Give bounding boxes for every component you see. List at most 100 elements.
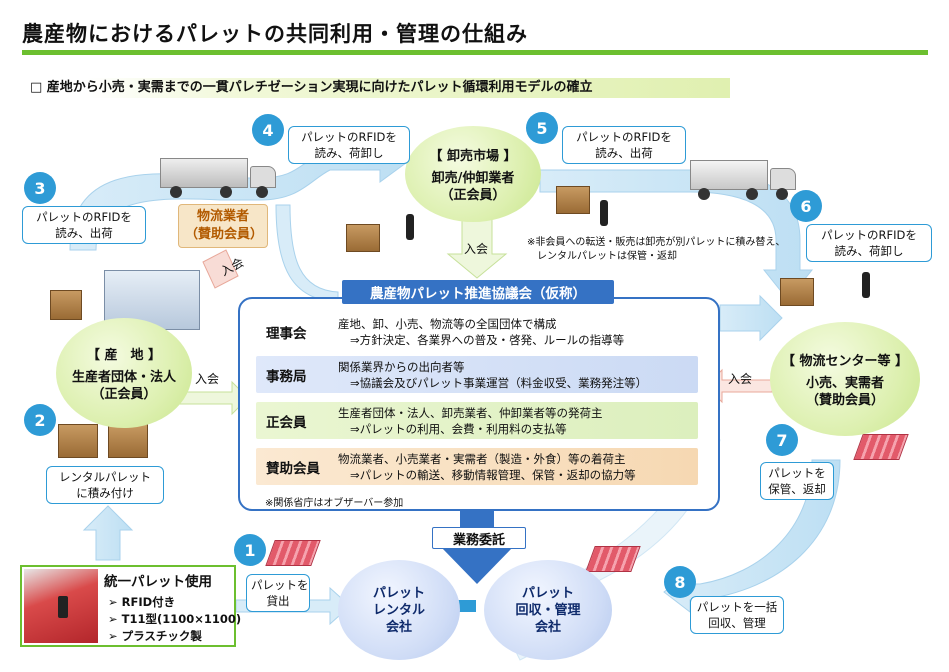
step-number-7: 7 <box>766 424 798 456</box>
council-row-desc2: ⇒パレットの輸送、移動情報管理、保管・返却の協力等 <box>350 467 636 482</box>
step-5-text2: 読み、出荷 <box>595 146 653 160</box>
boxes-icon <box>556 186 590 214</box>
rental-line2: レンタル <box>372 602 425 618</box>
step-1-text2: 貸出 <box>266 594 290 608</box>
page-subtitle: □ 産地から小売・実需までの一貫パレチゼーション実現に向けたパレット循環利用モデ… <box>30 78 730 98</box>
step-callout-2: レンタルパレット に積み付け <box>46 466 164 504</box>
step-4-text1: パレットのRFIDを <box>301 130 397 144</box>
step-3-text1: パレットのRFIDを <box>36 210 132 224</box>
council-row-desc: 産地、卸、小売、物流等の全国団体で構成 ⇒方針決定、各業界への普及・啓発、ルール… <box>338 316 624 348</box>
rental-line3: 会社 <box>385 619 412 635</box>
step-3-text2: 読み、出荷 <box>55 226 113 240</box>
pallet-icon <box>265 540 321 566</box>
origin-line1: 生産者団体・法人 <box>71 369 176 385</box>
step-7-text1: パレットを <box>768 466 826 480</box>
join-label-wholesale: 入会 <box>464 242 489 256</box>
origin-bracket: 【 産 地 】 <box>86 347 162 363</box>
boxes-icon <box>346 224 380 252</box>
council-row-desc2: ⇒方針決定、各業界への普及・啓発、ルールの指導等 <box>350 332 625 347</box>
pallet-icon <box>853 434 909 460</box>
council-row-secretariat: 事務局 関係業界からの出向者等 ⇒協議会及びパレット事業運営（料金収受、業務発注… <box>256 356 698 393</box>
truck-icon <box>690 160 800 200</box>
page-title: 農産物におけるパレットの共同利用・管理の仕組み <box>22 22 528 46</box>
step-number-3: 3 <box>24 172 56 204</box>
council-row-desc2: ⇒協議会及びパレット事業運営（料金収受、業務発注等） <box>350 375 648 390</box>
step-number-6: 6 <box>790 190 822 222</box>
step-6-text1: パレットのRFIDを <box>821 228 917 242</box>
step-callout-3: パレットのRFIDを 読み、出荷 <box>22 206 146 244</box>
distribution-center-node: 【 物流センター等 】 小売、実需者 （賛助会員） <box>770 322 920 436</box>
step-number-1: 1 <box>234 534 266 566</box>
step-8-text1: パレットを一括 <box>696 600 778 614</box>
wholesale-bracket: 【 卸売市場 】 <box>429 148 517 164</box>
note-line2: レンタルパレットは保管・返却 <box>537 251 677 262</box>
step-callout-1: パレットを 貸出 <box>246 574 310 612</box>
center-bracket: 【 物流センター等 】 <box>781 353 909 369</box>
wholesale-line1: 卸売/仲卸業者 <box>431 170 515 186</box>
step-number-8: 8 <box>664 566 696 598</box>
wholesale-market-node: 【 卸売市場 】 卸売/仲卸業者 （正会員） <box>405 126 541 222</box>
step-1-text1: パレットを <box>251 578 309 592</box>
boxes-icon <box>58 424 98 458</box>
rfid-reader-icon <box>862 272 870 298</box>
step-8-text2: 回収、管理 <box>708 616 766 630</box>
join-label-center: 入会 <box>728 372 753 386</box>
council-row-desc: 関係業界からの出向者等 ⇒協議会及びパレット事業運営（料金収受、業務発注等） <box>338 359 647 391</box>
recovery-line3: 会社 <box>534 619 561 635</box>
council-row-desc1: 関係業界からの出向者等 <box>338 359 465 374</box>
logistics-actor: 物流業者 （賛助会員） <box>178 204 268 248</box>
step-5-text1: パレットのRFIDを <box>576 130 672 144</box>
center-line2: （賛助会員） <box>805 392 884 408</box>
step-4-text2: 読み、荷卸し <box>314 146 384 160</box>
unified-feature-size: ➢ T11型(1100×1100) <box>108 612 242 626</box>
recovery-line2: 回収・管理 <box>515 602 581 618</box>
observer-note: ※関係省庁はオブザーバー参加 <box>265 498 404 509</box>
unified-feature-material: ➢ プラスチック製 <box>108 629 202 643</box>
council-row-desc: 物流業者、小売業者・実需者（製造・外食）等の着荷主 ⇒パレットの輸送、移動情報管… <box>338 451 636 483</box>
step-7-text2: 保管、返却 <box>768 482 826 496</box>
council-row-full-member: 正会員 生産者団体・法人、卸売業者、仲卸業者等の発荷主 ⇒パレットの利用、会費・… <box>256 402 698 439</box>
recovery-line1: パレット <box>521 585 574 601</box>
council-row-desc1: 物流業者、小売業者・実需者（製造・外食）等の着荷主 <box>338 451 626 466</box>
wholesale-line2: （正会員） <box>440 187 506 203</box>
council-title: 農産物パレット推進協議会（仮称） <box>342 280 614 304</box>
step-number-5: 5 <box>526 112 558 144</box>
title-underline <box>22 50 928 55</box>
step-callout-5: パレットのRFIDを 読み、出荷 <box>562 126 686 164</box>
unified-feature-rfid: ➢ RFID付き <box>108 595 176 609</box>
step-number-4: 4 <box>252 114 284 146</box>
step-callout-6: パレットのRFIDを 読み、荷卸し <box>806 224 932 262</box>
rental-line1: パレット <box>372 585 425 601</box>
truck-icon <box>160 158 280 198</box>
step-callout-7: パレットを 保管、返却 <box>760 462 834 500</box>
council-row-desc2: ⇒パレットの利用、会費・利用料の支払等 <box>350 421 567 436</box>
boxes-icon <box>780 278 814 306</box>
council-row-desc: 生産者団体・法人、卸売業者、仲卸業者等の発荷主 ⇒パレットの利用、会費・利用料の… <box>338 405 603 437</box>
step-2-text1: レンタルパレット <box>59 470 151 484</box>
logistics-line2: （賛助会員） <box>185 227 264 242</box>
council-row-board: 理事会 産地、卸、小売、物流等の全国団体で構成 ⇒方針決定、各業界への普及・啓発… <box>256 313 698 350</box>
note-line1: ※非会員への転送・販売は卸売が別パレットに積み替え、 <box>527 237 786 248</box>
rfid-tag-icon <box>58 596 68 618</box>
step-number-2: 2 <box>24 404 56 436</box>
origin-line2: （正会員） <box>91 386 157 402</box>
pallet-icon <box>585 546 641 572</box>
boxes-icon <box>108 424 148 458</box>
rfid-reader-icon <box>600 200 608 226</box>
step-6-text2: 読み、荷卸し <box>834 244 904 258</box>
origin-node: 【 産 地 】 生産者団体・法人 （正会員） <box>56 318 192 428</box>
boxes-icon <box>50 290 82 320</box>
non-member-note: ※非会員への転送・販売は卸売が別パレットに積み替え、 レンタルパレットは保管・返… <box>527 236 785 264</box>
join-label-origin: 入会 <box>195 372 220 386</box>
center-line1: 小売、実需者 <box>805 375 884 391</box>
council-row-desc1: 生産者団体・法人、卸売業者、仲卸業者等の発荷主 <box>338 405 603 420</box>
consignment-label: 業務委託 <box>432 527 526 549</box>
unified-pallet-title: 統一パレット使用 <box>104 574 212 590</box>
step-2-text2: に積み付け <box>76 486 134 500</box>
council-row-supporting-member: 賛助会員 物流業者、小売業者・実需者（製造・外食）等の着荷主 ⇒パレットの輸送、… <box>256 448 698 485</box>
council-row-label: 事務局 <box>266 368 307 385</box>
step-callout-4: パレットのRFIDを 読み、荷卸し <box>288 126 410 164</box>
recovery-company-node: パレット 回収・管理 会社 <box>484 560 612 660</box>
rental-company-node: パレット レンタル 会社 <box>338 560 460 660</box>
rfid-reader-icon <box>406 214 414 240</box>
